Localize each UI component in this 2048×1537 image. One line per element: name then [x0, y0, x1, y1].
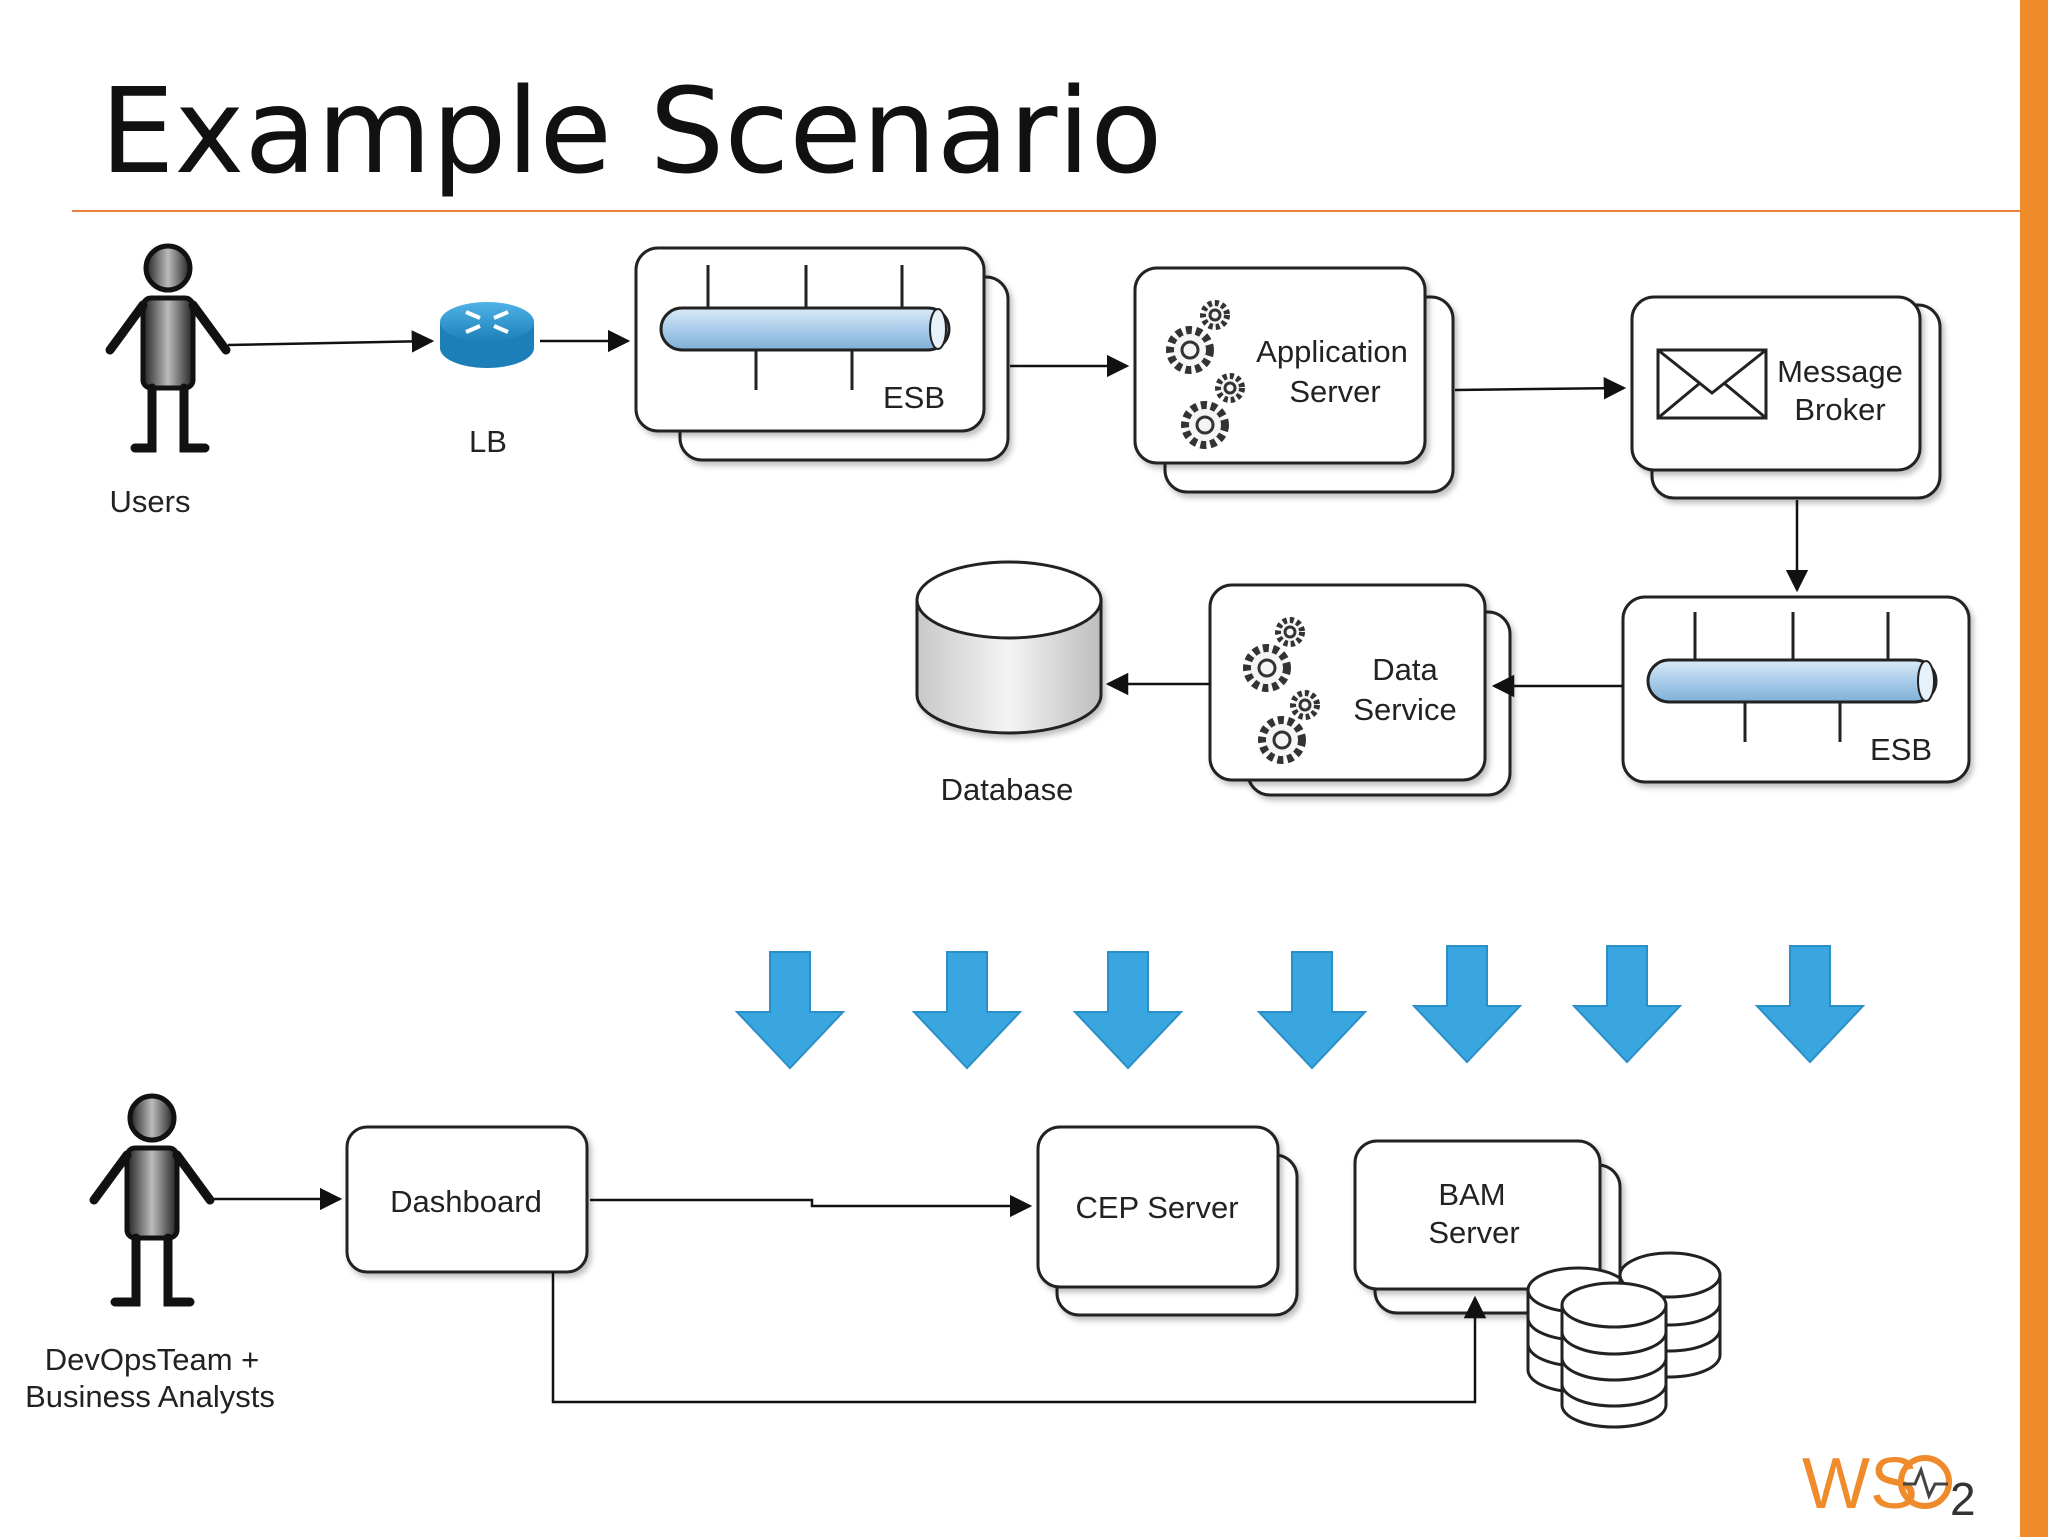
data-service-label-line2: Service	[1353, 692, 1456, 727]
database-label: Database	[941, 772, 1074, 807]
svg-text:2: 2	[1950, 1473, 1976, 1525]
storage-stack-icon	[1526, 1251, 1722, 1429]
users-person-icon	[105, 243, 231, 453]
down-arrow-icon	[1571, 945, 1683, 1064]
app-server-label-line1: Application	[1256, 334, 1408, 369]
down-arrow-icon	[911, 951, 1023, 1070]
down-arrow-icon	[1411, 945, 1523, 1064]
message-broker-label-line2: Broker	[1794, 392, 1885, 427]
title-divider	[72, 210, 2020, 212]
gears-icon	[1166, 300, 1245, 449]
esb-top-node	[634, 246, 1010, 462]
esb-top-label: ESB	[883, 380, 945, 415]
data-service-node	[1208, 583, 1512, 797]
event-flow-arrows	[734, 945, 1866, 1070]
gears-icon	[1243, 617, 1320, 764]
bam-server-label-line1: BAM	[1438, 1177, 1505, 1212]
devops-label-line2: Business Analysts	[25, 1379, 275, 1414]
devops-label-line1: DevOpsTeam +	[45, 1342, 260, 1377]
cep-server-node	[1036, 1125, 1299, 1317]
esb-mid-node	[1621, 595, 1971, 784]
wso2-logo: WS 2	[1802, 1444, 1976, 1525]
envelope-icon	[1656, 348, 1768, 420]
lb-label: LB	[469, 424, 507, 459]
cep-server-label: CEP Server	[1075, 1190, 1238, 1225]
dashboard-label: Dashboard	[390, 1184, 542, 1219]
database-icon	[915, 560, 1103, 735]
bottom-connector-arrows	[212, 1187, 1487, 1404]
slide-title: Example Scenario	[100, 62, 1163, 200]
app-server-label-line2: Server	[1289, 374, 1380, 409]
connector-arrows	[227, 329, 1809, 698]
dashboard-node	[345, 1125, 589, 1274]
down-arrow-icon	[1072, 951, 1184, 1070]
accent-bar	[2020, 0, 2048, 1537]
esb-mid-label: ESB	[1870, 732, 1932, 767]
devops-person-icon	[89, 1093, 215, 1307]
router-icon	[440, 302, 534, 368]
bam-server-label-line2: Server	[1428, 1215, 1519, 1250]
down-arrow-icon	[1754, 945, 1866, 1064]
down-arrow-icon	[1256, 951, 1368, 1070]
message-broker-label-line1: Message	[1777, 354, 1903, 389]
users-label: Users	[110, 484, 191, 519]
data-service-label-line1: Data	[1372, 652, 1438, 687]
down-arrow-icon	[734, 951, 846, 1070]
